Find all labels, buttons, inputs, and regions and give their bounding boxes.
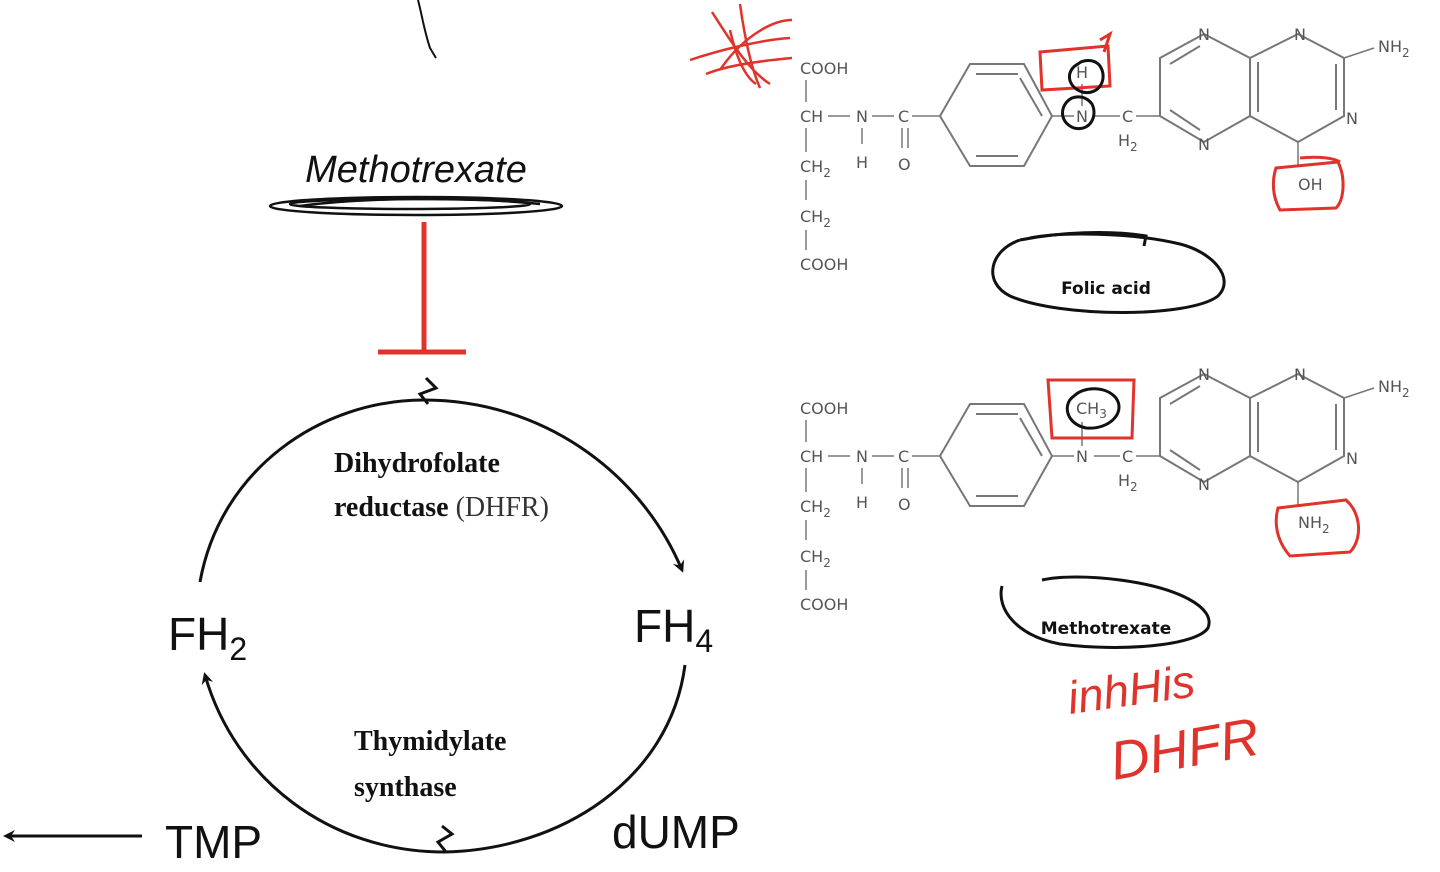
mtx-h-amide: H: [856, 493, 868, 512]
mtx-n-amide: N: [856, 447, 868, 466]
folic-h-on-n: H: [1076, 63, 1088, 82]
stray-pen-stroke: [417, 0, 437, 59]
dump-label: dUMP: [612, 806, 740, 858]
folic-h-amide: H: [856, 153, 868, 172]
mtx-c-carbonyl: C: [898, 447, 909, 466]
mtx-ch2-a: CH2: [800, 497, 831, 520]
folic-benzene-ring: [938, 63, 1054, 167]
mtx-ring-n4: N: [1346, 449, 1358, 468]
dhfr-cycle: Methotrexate Dihydrofolate reductase (DH…: [3, 0, 740, 868]
folic-ch2-b: CH2: [800, 207, 831, 230]
mtx-ch3: CH3: [1076, 399, 1107, 421]
methotrexate-structure: COOH CH N H C O CH2 CH2 COOH N CH3 C H2: [800, 365, 1410, 649]
dhfr-label-line2: reductase (DHFR): [334, 492, 549, 523]
ts-label-line1: Thymidylate: [354, 726, 506, 757]
folic-cooh-top: COOH: [800, 59, 848, 78]
folic-c-carbonyl: C: [898, 107, 909, 126]
mtx-o-carbonyl: O: [898, 495, 911, 514]
handwritten-annotation: inhHis DHFR: [1064, 655, 1264, 792]
folic-annotations: [1038, 30, 1345, 212]
ts-label-line2: synthase: [354, 772, 457, 803]
mtx-name-oval: [999, 575, 1211, 649]
folic-acid-name: Folic acid: [1061, 279, 1151, 299]
folic-n-amide: N: [856, 107, 868, 126]
folic-cooh-bottom: COOH: [800, 255, 848, 274]
folic-ring-n3: N: [1198, 135, 1210, 154]
fh4-label: FH4: [634, 600, 713, 659]
folic-o-carbonyl: O: [898, 155, 911, 174]
mtx-annotations: [1046, 378, 1361, 558]
folic-c-bridge: C: [1122, 107, 1133, 126]
folic-n-link: N: [1076, 107, 1088, 126]
mtx-ring-n2: N: [1294, 365, 1306, 384]
folic-acid-structure: COOH CH N H C O CH2 CH2 COOH N H C H2: [689, 3, 1410, 314]
annotation-line2: DHFR: [1106, 707, 1264, 792]
mtx-h2-bridge: H2: [1118, 471, 1138, 494]
folic-ring-n1: N: [1198, 25, 1210, 44]
annotation-line1: inhHis: [1064, 655, 1198, 724]
mtx-nh2-top: NH2: [1378, 377, 1410, 400]
red-scribble: [689, 3, 793, 89]
cycle-arcs: [198, 376, 687, 854]
folic-oh: OH: [1298, 175, 1323, 194]
mtx-ring-n3: N: [1198, 475, 1210, 494]
fh2-label: FH2: [168, 608, 247, 667]
methotrexate-title: Methotrexate: [305, 149, 527, 191]
folic-h2-bridge: H2: [1118, 131, 1138, 154]
mtx-benzene-ring: [938, 403, 1054, 507]
inhibition-symbol: [378, 222, 466, 355]
mtx-pteridine: [1159, 372, 1345, 484]
folic-ch: CH: [800, 107, 823, 126]
mtx-c-bridge: C: [1122, 447, 1133, 466]
folic-ring-n4: N: [1346, 109, 1358, 128]
mtx-n-link: N: [1076, 447, 1088, 466]
mtx-ring-n1: N: [1198, 365, 1210, 384]
mtx-cooh-top: COOH: [800, 399, 848, 418]
mtx-name: Methotrexate: [1041, 619, 1172, 639]
mtx-ch: CH: [800, 447, 823, 466]
folic-acid-oval: [991, 231, 1226, 314]
tmp-label: TMP: [165, 816, 262, 868]
folic-ring-n2: N: [1294, 25, 1306, 44]
mtx-ch2-b: CH2: [800, 547, 831, 570]
folic-ch2-a: CH2: [800, 157, 831, 180]
folic-nh2: NH2: [1378, 37, 1410, 60]
dhfr-label-line1: Dihydrofolate: [334, 448, 500, 479]
folic-pteridine: [1159, 32, 1345, 144]
title-scribble: [268, 195, 564, 217]
mtx-nh2-bottom: NH2: [1298, 513, 1330, 536]
mtx-cooh-bottom: COOH: [800, 595, 848, 614]
